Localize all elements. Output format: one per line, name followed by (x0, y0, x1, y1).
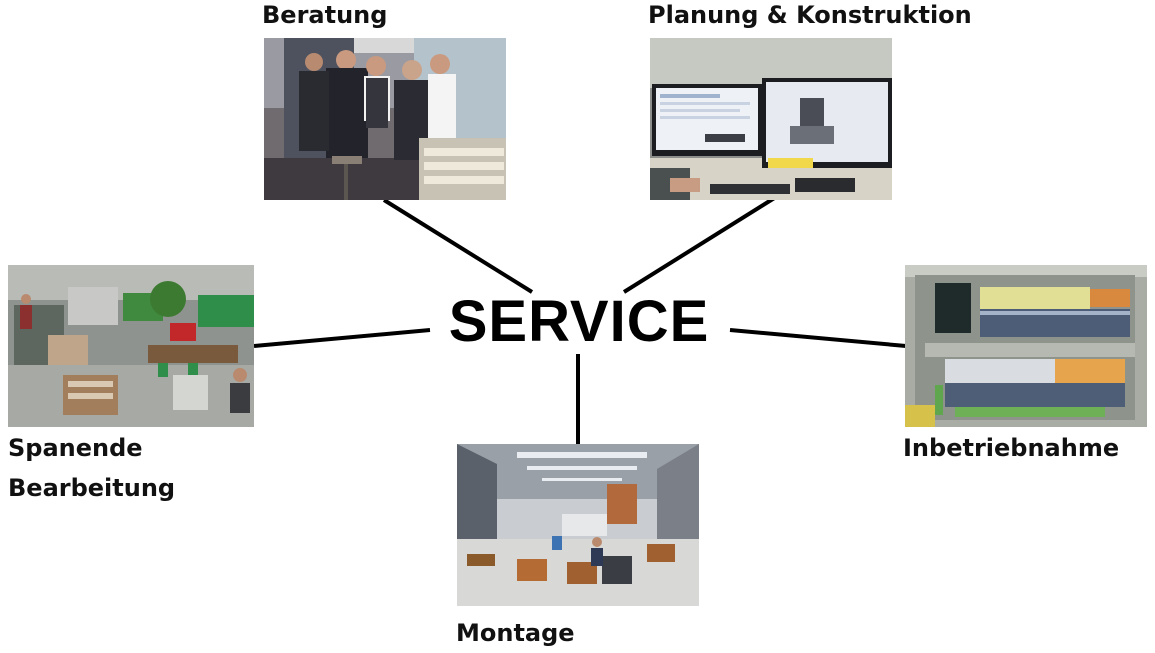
photo-inbetriebnahme (905, 265, 1147, 427)
label-spanende-line1: Spanende (8, 434, 143, 462)
connector-spanende (253, 328, 431, 348)
connector-beratung (382, 198, 534, 294)
label-montage: Montage (456, 619, 575, 647)
connector-inbetriebnahme (729, 328, 907, 348)
photo-spanende (8, 265, 254, 427)
connector-planung (622, 195, 778, 294)
photo-planung (650, 38, 892, 200)
photo-montage (457, 444, 699, 606)
label-inbetriebnahme: Inbetriebnahme (903, 434, 1120, 462)
label-beratung: Beratung (262, 1, 388, 29)
label-planung: Planung & Konstruktion (648, 1, 972, 29)
service-title: SERVICE (448, 289, 710, 354)
label-spanende-line2: Bearbeitung (8, 474, 176, 502)
photo-beratung (264, 38, 506, 200)
